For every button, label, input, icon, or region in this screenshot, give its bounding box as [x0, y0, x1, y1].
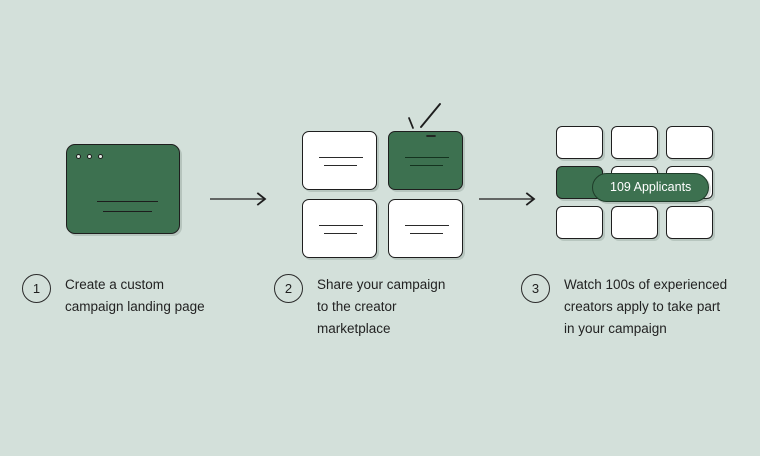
browser-window-icon	[66, 144, 180, 234]
campaign-card-grid	[302, 131, 463, 258]
step-1: 1 Create a custom campaign landing page	[0, 0, 250, 456]
card-line-2	[410, 165, 443, 166]
card-line-2	[410, 233, 443, 234]
card-line-1	[405, 225, 449, 226]
step-3-illustration: 109 Applicants	[508, 100, 760, 250]
step-2: 2 Share your campaign to the creator mar…	[262, 0, 492, 456]
step-2-illustration	[262, 100, 492, 258]
card-line-2	[324, 165, 357, 166]
step-1-number-badge: 1	[22, 274, 51, 303]
applicant-tile-8[interactable]	[611, 206, 658, 239]
step-1-illustration	[0, 100, 250, 250]
click-sparkle-icon	[408, 103, 441, 137]
step-3: 109 Applicants 3 Watch 100s of experienc…	[508, 0, 760, 456]
step-3-number-badge: 3	[521, 274, 550, 303]
campaign-card-4[interactable]	[388, 199, 463, 258]
applicants-tooltip: 109 Applicants	[592, 173, 710, 202]
card-line-1	[319, 225, 363, 226]
applicant-tile-7[interactable]	[556, 206, 603, 239]
applicant-tile-3[interactable]	[666, 126, 713, 159]
step-2-number-badge: 2	[274, 274, 303, 303]
applicant-tile-1[interactable]	[556, 126, 603, 159]
campaign-card-1[interactable]	[302, 131, 377, 190]
applicant-tile-2[interactable]	[611, 126, 658, 159]
step-1-description: Create a custom campaign landing page	[65, 277, 205, 314]
card-line-2	[324, 233, 357, 234]
card-line-1	[319, 157, 363, 158]
campaign-card-3[interactable]	[302, 199, 377, 258]
window-content-line-2	[103, 211, 152, 212]
window-dot-3-icon	[98, 154, 103, 159]
window-dots	[76, 154, 103, 159]
step-1-caption: 1 Create a custom campaign landing page	[22, 274, 205, 318]
campaign-card-2-selected[interactable]	[388, 131, 463, 190]
card-line-1	[405, 157, 449, 158]
step-3-caption: 3 Watch 100s of experienced creators app…	[521, 274, 727, 340]
window-content-line-1	[97, 201, 158, 202]
connector-arrow-2-icon	[479, 192, 536, 206]
step-3-description: Watch 100s of experienced creators apply…	[564, 277, 728, 336]
window-dot-2-icon	[87, 154, 92, 159]
window-dot-1-icon	[76, 154, 81, 159]
step-2-caption: 2 Share your campaign to the creator mar…	[274, 274, 445, 340]
connector-arrow-1-icon	[210, 192, 267, 206]
applicant-tile-9[interactable]	[666, 206, 713, 239]
step-2-description: Share your campaign to the creator marke…	[317, 277, 446, 336]
